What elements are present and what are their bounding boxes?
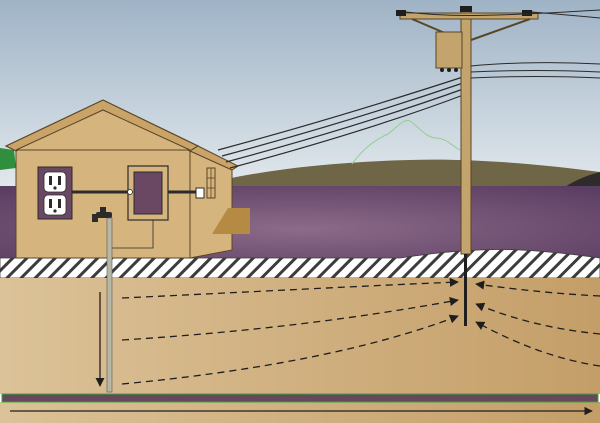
soil-lower [0, 402, 600, 423]
pole-ground-rod [464, 254, 467, 326]
current-flow-arrows [121, 277, 600, 385]
side-window [206, 167, 216, 199]
bedrock [1, 393, 599, 403]
tree [0, 148, 16, 170]
service-drop-wires [217, 75, 467, 169]
ground-rod-icon [106, 217, 113, 393]
hill-highlight [351, 119, 461, 165]
house-shadow [212, 208, 250, 234]
ground-lead [112, 220, 154, 249]
water-faucet-icon [92, 207, 112, 222]
house-gable [15, 109, 191, 151]
electric-meter-icon [127, 165, 169, 221]
soil [0, 278, 600, 394]
distribution-wires [405, 9, 600, 79]
electrical-outlet-icon [37, 166, 73, 220]
surface-hatch [0, 249, 600, 279]
junction-box [195, 187, 205, 199]
transformer-icon [435, 31, 463, 72]
house-roof-side [188, 145, 239, 171]
